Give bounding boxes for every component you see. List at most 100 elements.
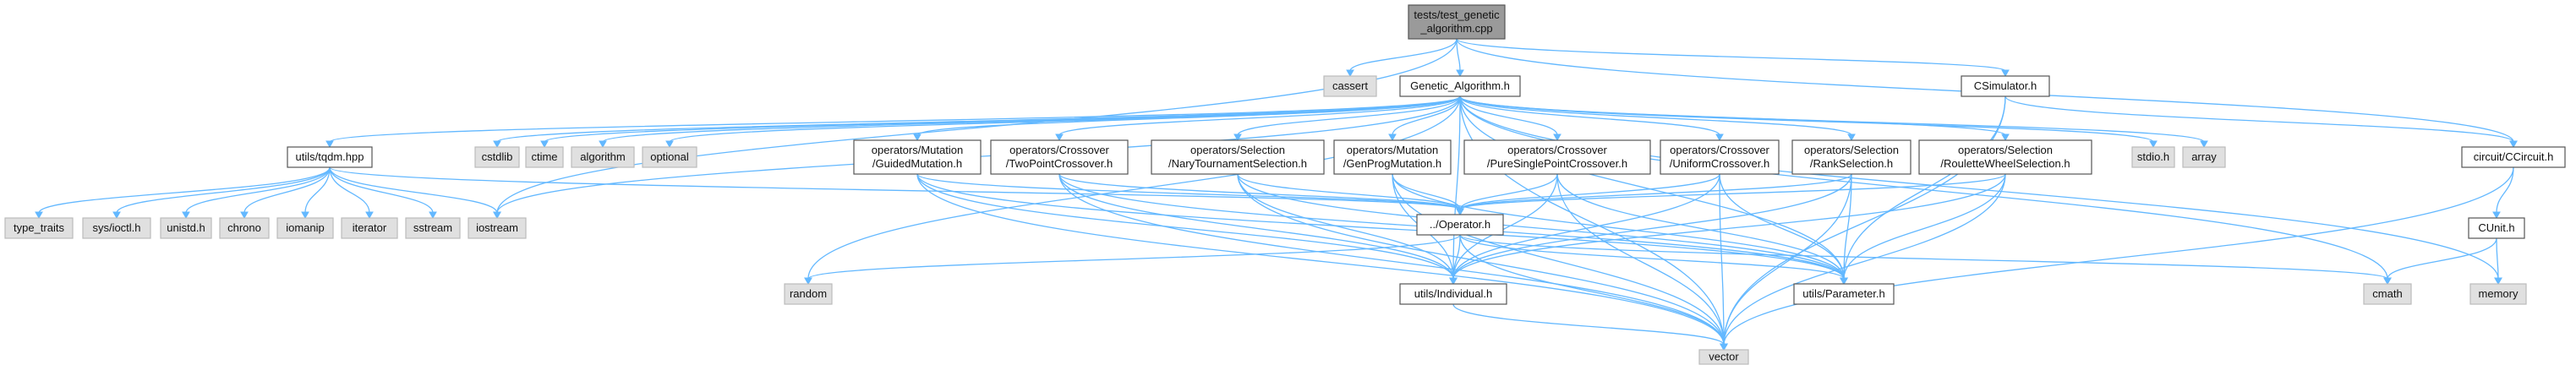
node-rank-label-0: operators/Selection — [1804, 144, 1899, 156]
node-twopoint[interactable]: operators/Crossover/TwoPointCrossover.h — [990, 139, 1129, 175]
arrowhead-operator-to-individual — [1449, 277, 1458, 286]
node-individual-box — [1399, 283, 1507, 305]
node-operator-label-0: ../Operator.h — [1430, 218, 1490, 231]
node-ctime-box — [525, 146, 564, 168]
node-stdio-box — [2131, 146, 2175, 168]
node-unistd-label-0: unistd.h — [167, 221, 205, 234]
node-chrono-label-0: chrono — [227, 221, 261, 234]
node-genprog[interactable]: operators/Mutation/GenProgMutation.h — [1333, 139, 1452, 175]
edge-ga-to-random — [807, 95, 1461, 280]
node-iterator: iterator — [341, 217, 398, 239]
node-iostream-label-0: iostream — [476, 221, 518, 234]
edge-ccircuit-to-cunit — [2496, 166, 2514, 214]
node-ioctl: sys/ioctl.h — [82, 217, 151, 239]
node-cassert: cassert — [1323, 75, 1377, 97]
edge-twopoint-to-vector — [1058, 173, 1725, 346]
node-algorithm-box — [571, 146, 635, 168]
edge-rank-to-individual — [1452, 173, 1852, 280]
node-random: random — [784, 283, 833, 305]
node-csim-box — [1961, 75, 2050, 97]
node-ga[interactable]: Genetic_Algorithm.h — [1399, 75, 1521, 97]
edge-uniform-to-parameter — [1719, 173, 1845, 280]
node-nary-label-1: /NaryTournamentSelection.h — [1168, 157, 1307, 170]
edge-operator-to-random — [807, 234, 1461, 280]
node-guided[interactable]: operators/Mutation/GuidedMutation.h — [853, 139, 982, 175]
node-nary[interactable]: operators/Selection/NaryTournamentSelect… — [1151, 139, 1325, 175]
edge-operator-to-individual — [1452, 234, 1461, 280]
edge-csim-to-ccircuit — [2004, 95, 2514, 143]
arrowhead-ga-to-stdio — [2149, 140, 2158, 149]
node-type_traits-box — [4, 217, 74, 239]
node-root-label-0: tests/test_genetic — [1414, 8, 1500, 21]
node-cmath-label-0: cmath — [2372, 287, 2402, 300]
arrowhead-ccircuit-to-cunit — [2492, 211, 2501, 220]
node-puresingle[interactable]: operators/Crossover/PureSinglePointCross… — [1463, 139, 1651, 175]
node-roulette-box — [1918, 139, 2092, 175]
node-ga-label-0: Genetic_Algorithm.h — [1410, 79, 1510, 92]
edge-root-to-iostream — [496, 38, 1458, 214]
node-type_traits-label-0: type_traits — [14, 221, 64, 234]
node-optional-box — [642, 146, 697, 168]
edge-ga-to-stdio — [1459, 95, 2154, 143]
node-operator[interactable]: ../Operator.h — [1416, 214, 1504, 236]
node-root[interactable]: tests/test_genetic_algorithm.cpp — [1408, 4, 1506, 40]
edge-tqdm-to-operator — [329, 166, 1461, 210]
edge-tqdm-to-ioctl — [116, 166, 331, 214]
node-array-box — [2182, 146, 2226, 168]
node-memory-label-0: memory — [2479, 287, 2519, 300]
node-parameter[interactable]: utils/Parameter.h — [1793, 283, 1895, 305]
arrowhead-ga-to-optional — [665, 140, 674, 149]
node-cunit[interactable]: CUnit.h — [2468, 217, 2525, 239]
arrowhead-tqdm-to-iostream — [493, 211, 501, 220]
node-roulette-label-1: /RouletteWheelSelection.h — [1940, 157, 2070, 170]
node-nary-box — [1151, 139, 1325, 175]
edge-ga-to-rank — [1459, 95, 1852, 136]
edge-operator-to-vector — [1459, 234, 1725, 346]
node-roulette[interactable]: operators/Selection/RouletteWheelSelecti… — [1918, 139, 2092, 175]
node-individual-label-0: utils/Individual.h — [1414, 287, 1493, 300]
arrowhead-operator-to-random — [804, 277, 812, 286]
edge-csim-to-vector — [1723, 95, 2006, 346]
node-nary-label-0: operators/Selection — [1190, 144, 1285, 156]
arrowhead-ga-to-guided — [913, 133, 922, 142]
edge-nary-to-individual — [1237, 173, 1454, 280]
edge-cunit-to-memory — [2496, 237, 2499, 280]
arrowhead-cunit-to-cmath — [2383, 277, 2392, 286]
node-rank-label-1: /RankSelection.h — [1810, 157, 1893, 170]
node-stdio-label-0: stdio.h — [2137, 150, 2169, 163]
node-memory: memory — [2469, 283, 2527, 305]
node-rank[interactable]: operators/Selection/RankSelection.h — [1791, 139, 1911, 175]
arrowhead-root-to-ga — [1456, 69, 1464, 78]
edge-uniform-to-individual — [1452, 173, 1720, 280]
node-genprog-label-0: operators/Mutation — [1347, 144, 1438, 156]
arrowhead-ga-to-cstdlib — [493, 140, 501, 149]
arrowhead-tqdm-to-sstream — [429, 211, 437, 220]
edge-root-to-cassert — [1349, 38, 1458, 72]
node-vector-label-0: vector — [1709, 351, 1739, 363]
edge-nary-to-parameter — [1237, 173, 1845, 280]
node-sstream: sstream — [405, 217, 461, 239]
node-ccircuit[interactable]: circuit/CCircuit.h — [2461, 146, 2566, 168]
node-uniform-box — [1660, 139, 1780, 175]
node-tqdm-box — [287, 146, 373, 168]
edge-tqdm-to-iterator — [329, 166, 370, 214]
node-twopoint-label-1: /TwoPointCrossover.h — [1006, 157, 1113, 170]
node-ioctl-box — [82, 217, 151, 239]
arrowhead-cunit-to-memory — [2494, 277, 2502, 286]
node-rank-box — [1791, 139, 1911, 175]
edge-puresingle-to-parameter — [1556, 173, 1845, 280]
node-sstream-box — [405, 217, 461, 239]
edge-genprog-to-vector — [1392, 173, 1725, 346]
node-csim[interactable]: CSimulator.h — [1961, 75, 2050, 97]
arrowhead-ga-to-ctime — [540, 140, 549, 149]
node-uniform[interactable]: operators/Crossover/UniformCrossover.h — [1660, 139, 1780, 175]
arrowhead-ga-to-nary — [1233, 133, 1242, 142]
node-vector-box — [1698, 349, 1749, 365]
node-tqdm[interactable]: utils/tqdm.hpp — [287, 146, 373, 168]
arrowhead-ga-to-genprog — [1388, 133, 1397, 142]
edge-root-to-csim — [1456, 38, 2006, 72]
node-iomanip-label-0: iomanip — [286, 221, 325, 234]
node-cunit-label-0: CUnit.h — [2478, 221, 2514, 234]
arrowhead-csim-to-ccircuit — [2509, 140, 2518, 149]
node-individual[interactable]: utils/Individual.h — [1399, 283, 1507, 305]
